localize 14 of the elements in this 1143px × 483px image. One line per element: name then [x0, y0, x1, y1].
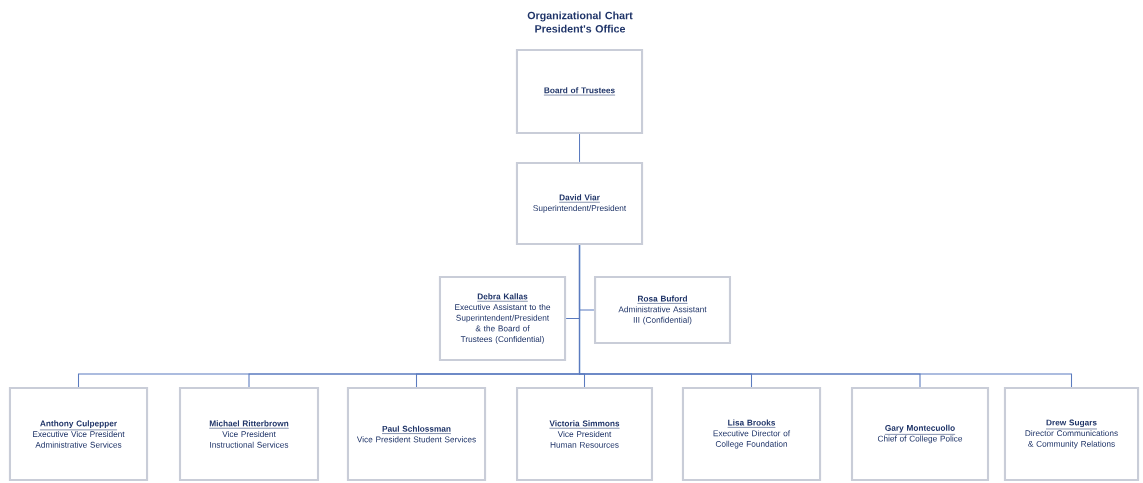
org-box: Lisa Brooks Executive Director of College Foundation [681, 386, 822, 482]
org-box: Anthony Culpepper Executive Vice President Administrative Services [8, 386, 149, 482]
org-box: Michael Ritterbrown Vice President Instructional Services [178, 386, 320, 482]
org-box: Debra Kallas Executive Assistant to the Superintendent/President & the Board of Trustees (Confidential) [438, 275, 567, 362]
connector-line [578, 244, 1073, 388]
org-box: Gary Montecuollo Chief of College Police [850, 386, 990, 482]
org-box: Rosa Buford Administrative Assistant III (Confidential) [593, 275, 732, 345]
title: Organizational Chart President's Office [527, 11, 633, 33]
org-box: Paul Schlossman Vice President Student Services [346, 386, 487, 482]
org-box: Board of Trustees [515, 48, 644, 135]
org-box: David Viar Superintendent/President [515, 161, 644, 246]
connector-line [578, 133, 581, 163]
org-box: Drew Sugars Director Communications & Community Relations [1003, 386, 1140, 482]
org-box: Victoria Simmons Vice President Human Resources [515, 386, 654, 482]
